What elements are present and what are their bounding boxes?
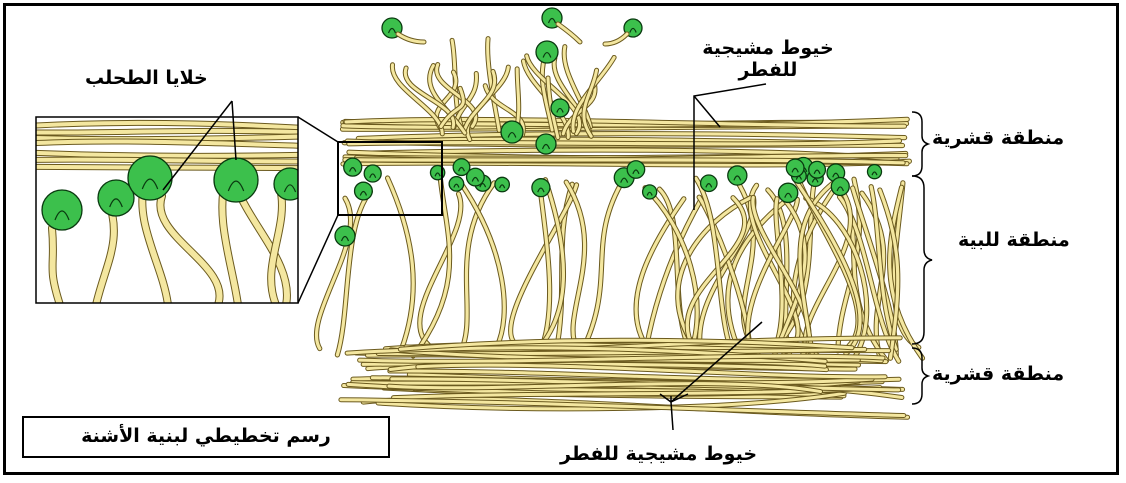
brace-medulla	[912, 176, 932, 344]
medulla-hyphae	[316, 178, 922, 362]
algae-cell	[467, 168, 485, 186]
algae-cell	[355, 182, 373, 200]
algae-cell	[786, 159, 804, 177]
algae-cell	[344, 158, 362, 176]
inset-cortex-hypha-core	[30, 131, 305, 133]
algae-cell	[643, 185, 657, 199]
algae-cell	[274, 168, 306, 200]
algae-cell	[536, 41, 558, 63]
algae-cell	[364, 165, 381, 182]
algae-cell	[449, 177, 464, 192]
magnified-inset	[30, 117, 306, 305]
medulla-hypha	[316, 198, 350, 348]
algae-cell	[779, 183, 798, 202]
algae-cell	[495, 177, 509, 191]
algae-cell	[42, 190, 82, 230]
algae-cell	[128, 156, 172, 200]
algae-cell-body	[128, 156, 172, 200]
algae-cell	[809, 161, 826, 178]
algae-cell	[867, 165, 881, 179]
algae-cell	[532, 179, 550, 197]
caption-text: رسم تخطيطي لبنية الأشنة	[24, 425, 388, 447]
inset-cortex-hypha-core	[30, 159, 305, 161]
medulla-hypha	[420, 194, 461, 349]
zoom-connector-top	[298, 117, 338, 142]
algae-cell	[536, 134, 556, 154]
label-fungal-hyphae-bottom: خيوط مشيجية للفطر	[560, 444, 757, 466]
label-fungal-hyphae-top-line2: للفطر	[632, 60, 904, 82]
caption-box: رسم تخطيطي لبنية الأشنة	[22, 416, 390, 458]
algae-cell	[501, 121, 523, 143]
label-fungal-hyphae-top-line1: خيوط مشيجية	[632, 38, 904, 60]
lower-cortex-hyphae	[341, 338, 908, 417]
algae-cell	[214, 158, 258, 202]
algae-cell-body	[274, 168, 306, 200]
algae-cell	[728, 166, 747, 185]
label-cortex-lower: منطقة قشرية	[932, 364, 1064, 386]
label-fungal-hyphae-top: خيوط مشيجية للفطر	[632, 38, 904, 82]
floating-hypha-core	[558, 24, 580, 42]
algae-cell-body	[42, 190, 82, 230]
algae-cell	[335, 226, 355, 246]
algae-cell-body	[214, 158, 258, 202]
algae-cell	[701, 175, 717, 191]
label-algae-cells: خلايا الطحلب	[85, 68, 208, 90]
medulla-hypha-core	[337, 191, 370, 354]
label-cortex-upper: منطقة قشرية	[932, 128, 1064, 150]
algae-cell	[627, 161, 644, 178]
brace-upper-cortex	[912, 112, 928, 176]
label-medulla: منطقة للبية	[958, 230, 1070, 252]
algae-cell	[551, 99, 569, 117]
medulla-hypha-core	[420, 194, 461, 349]
algae-cell	[831, 178, 849, 196]
